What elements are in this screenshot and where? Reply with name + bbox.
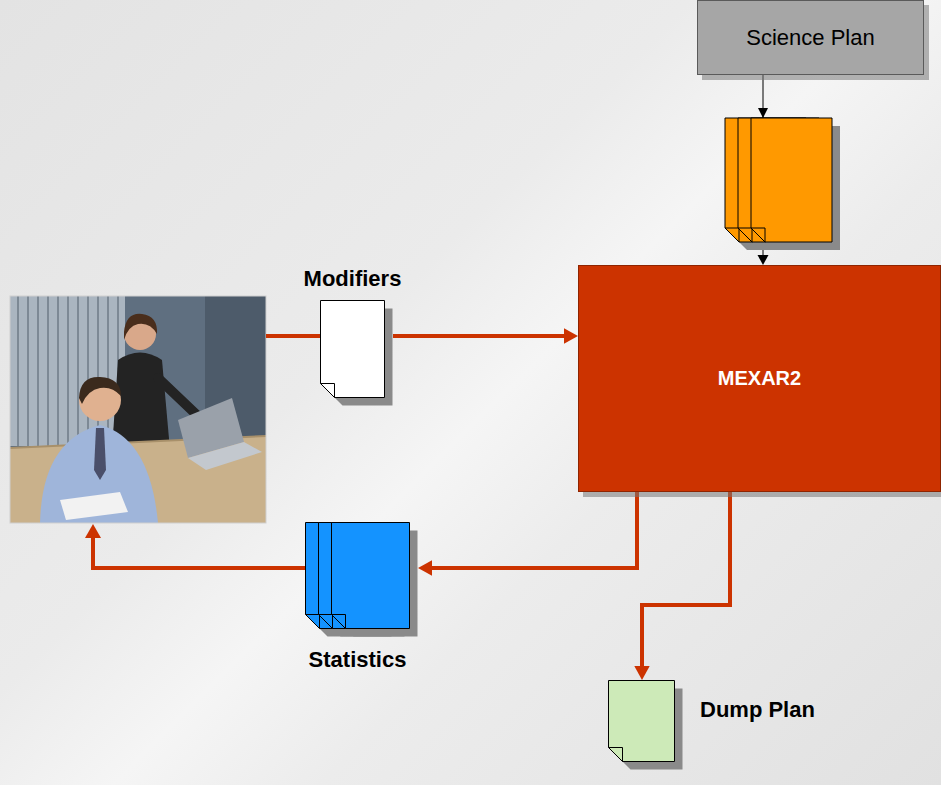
arrow-head [758, 108, 768, 118]
document-sheet [332, 523, 410, 629]
office-photo [10, 296, 266, 523]
box-label: Science Plan [746, 25, 874, 51]
box-label: MEXAR2 [718, 367, 801, 390]
document-label: Statistics [309, 647, 407, 673]
document-sheet [321, 301, 385, 398]
flow-line [393, 334, 567, 338]
document-outline [305, 522, 418, 637]
document-fold [321, 384, 335, 398]
arrow-head [634, 666, 649, 680]
process-box: MEXAR2 [578, 265, 941, 492]
document-fold [306, 615, 320, 629]
document-icon: Modifiers [320, 300, 393, 406]
arrow-head [758, 255, 769, 265]
document-label: Dump Plan [700, 697, 815, 723]
document-label: Modifiers [304, 266, 402, 292]
science-doc-stack [725, 118, 840, 250]
flow-line [642, 492, 730, 669]
document-outline [608, 680, 683, 770]
flow-arrow [418, 492, 637, 576]
flow-line [429, 492, 637, 568]
flow-line [93, 537, 305, 568]
document-fold [332, 615, 346, 629]
flow-arrow [634, 492, 730, 680]
flow-arrow [393, 328, 578, 343]
arrow-head [85, 524, 101, 538]
document-outline [320, 300, 393, 406]
photo-frame [10, 296, 266, 523]
document-fold [319, 615, 333, 629]
document-sheet [609, 681, 675, 762]
arrow-head [418, 560, 432, 575]
document-fold [609, 748, 623, 762]
plan-box: Science Plan [697, 0, 924, 75]
document-stack: Statistics [305, 522, 418, 637]
arrow-head [564, 328, 578, 343]
document-icon: Dump Plan [608, 680, 683, 770]
flow-line [266, 334, 320, 338]
